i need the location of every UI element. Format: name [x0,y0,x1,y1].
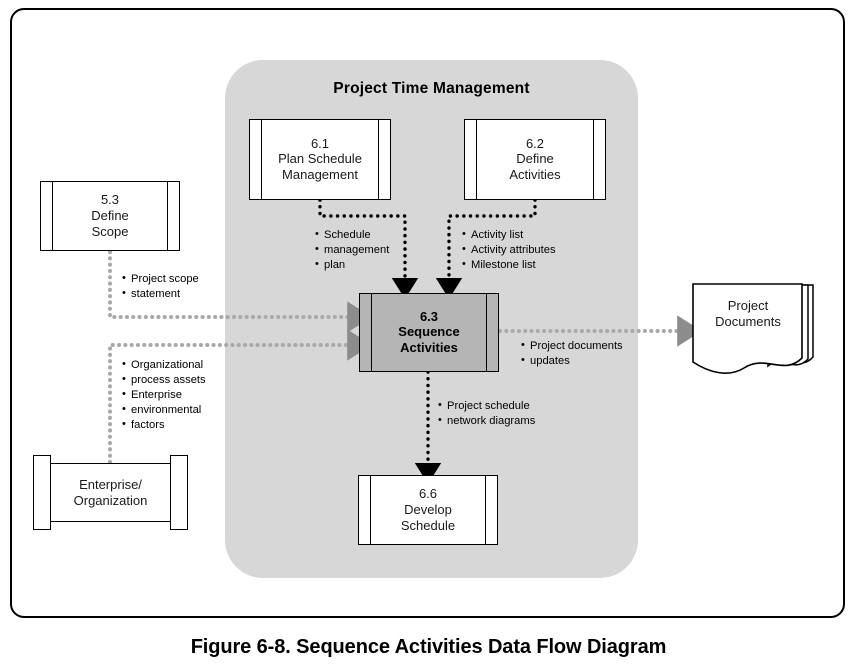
flow-label-enterprise-inputs: Organizational process assets Enterprise… [122,357,222,433]
process-number: 6.6 [418,486,438,502]
flow-label-schedule-management-plan: Schedule management plan [315,227,393,273]
flow-item-text: process assets [131,373,206,386]
data-store-enterprise-organization[interactable]: Enterprise/ Organization [33,455,188,530]
flow-item-cont: factors [122,417,222,433]
box-bar-left [371,294,372,371]
document-stack-icon [692,283,814,374]
box-bar-left [52,182,53,250]
process-box-sequence-activities[interactable]: 6.3 Sequence Activities [359,293,499,372]
process-number: 6.2 [525,135,545,151]
box-bar-right [167,182,168,250]
process-name-line2: Schedule [400,517,456,533]
flow-item: Enterprise [122,387,222,403]
flow-item-cont: process assets [122,372,222,388]
data-store-name-line2: Organization [73,492,148,508]
process-box-define-scope[interactable]: 5.3 Define Scope [40,181,180,251]
process-label: 6.6 Develop Schedule [373,486,483,534]
data-store-label: Enterprise/ Organization [53,476,168,509]
process-number: 5.3 [100,192,120,208]
data-store-name-line1: Enterprise/ [79,476,142,492]
flow-item: Schedule [315,227,393,243]
data-store-body [47,463,174,522]
flow-item-text: environmental [131,403,202,416]
process-box-define-activities[interactable]: 6.2 Define Activities [464,119,606,200]
flow-item-text: plan [324,258,346,271]
flow-item: Activity list [462,227,582,243]
box-bar-left [476,120,477,199]
process-name-line1: Define [516,151,554,167]
process-box-plan-schedule-management[interactable]: 6.1 Plan Schedule Management [249,119,391,200]
process-name-line1: Plan Schedule [278,151,362,167]
flow-item: Project documents [521,338,651,354]
flow-item-cont: statement [122,286,232,302]
flow-item-text: statement [131,287,181,300]
process-label: 5.3 Define Scope [55,192,165,240]
box-bar-left [261,120,262,199]
box-bar-left [370,476,371,544]
flow-label-project-documents-updates: Project documents updates [521,338,651,369]
data-store-cap-right [170,455,188,530]
flow-item-text: factors [131,418,165,431]
flow-item: Milestone list [462,257,582,273]
knowledge-area-title: Project Time Management [333,80,530,97]
flow-item: Organizational [122,357,222,373]
document-stack-project-documents[interactable]: Project Documents [688,280,818,380]
document-stack-label: Project Documents [694,298,802,331]
process-name-line1: Define [91,208,129,224]
flow-item-text: network diagrams [447,414,536,427]
process-label: 6.1 Plan Schedule Management [264,136,376,184]
process-name-line1: Develop [404,502,452,518]
process-label: 6.3 Sequence Activities [374,309,484,357]
flow-item-cont: updates [521,353,651,369]
flow-item-text: management [324,243,390,256]
document-name-line2: Documents [715,314,781,330]
flow-label-project-scope-statement: Project scope statement [122,271,232,302]
flow-label-activity-outputs: Activity list Activity attributes Milest… [462,227,582,273]
process-name-line2: Activities [400,340,458,356]
process-name-line2: Activities [509,167,561,183]
flow-item: Project schedule [438,398,578,414]
flow-item-text: updates [530,354,570,367]
box-bar-right [593,120,594,199]
process-name-line1: Sequence [398,324,460,340]
box-bar-right [485,476,486,544]
box-bar-right [378,120,379,199]
flow-item: Project scope [122,271,232,287]
flow-item-cont: network diagrams [438,413,578,429]
process-label: 6.2 Define Activities [479,136,591,184]
flow-item-cont: management [315,242,393,258]
process-number: 6.1 [310,135,330,151]
flow-item-cont: plan [315,257,393,273]
flow-label-project-schedule-network-diagrams: Project schedule network diagrams [438,398,578,429]
flow-item-cont: environmental [122,402,222,418]
flow-item: Activity attributes [462,242,582,258]
process-name-line2: Scope [91,223,129,239]
box-bar-right [486,294,487,371]
process-name-line2: Management [282,167,358,183]
document-name-line1: Project [727,298,769,313]
process-number: 6.3 [419,308,439,324]
data-store-cap-left [33,455,51,530]
figure-caption: Figure 6-8. Sequence Activities Data Flo… [190,636,667,658]
process-box-develop-schedule[interactable]: 6.6 Develop Schedule [358,475,498,545]
